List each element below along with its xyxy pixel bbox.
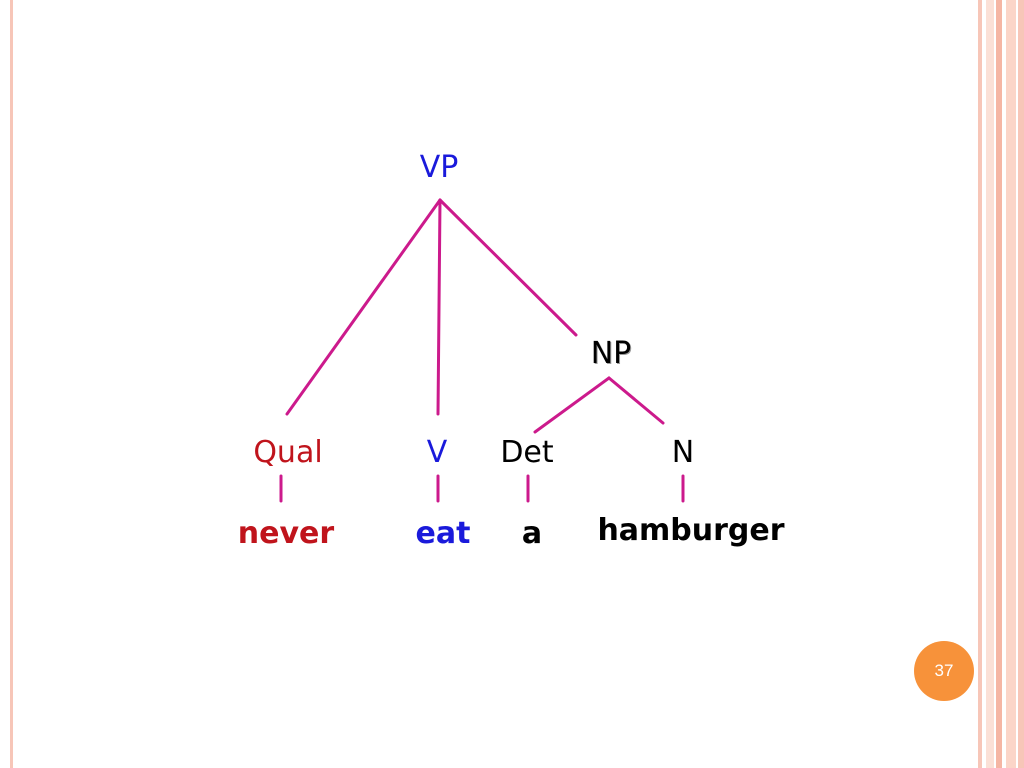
page-number: 37 bbox=[934, 661, 954, 680]
leaf-eat: eat bbox=[416, 516, 471, 551]
node-det: Det bbox=[500, 435, 554, 470]
branch-vp-v bbox=[436, 198, 442, 416]
leaf-hamburger: hamburger bbox=[597, 513, 784, 548]
node-np: NP bbox=[591, 336, 632, 371]
left-border-line bbox=[10, 0, 13, 768]
node-n: N bbox=[672, 435, 694, 470]
leaf-a: a bbox=[522, 516, 542, 551]
leaf-never: never bbox=[238, 516, 335, 551]
page-number-badge: 37 bbox=[914, 641, 974, 701]
node-qual: Qual bbox=[253, 435, 322, 470]
tree-branches bbox=[279, 198, 685, 503]
branch-np-n bbox=[607, 376, 665, 425]
branch-vp-np bbox=[438, 198, 578, 337]
node-v: V bbox=[427, 435, 448, 470]
right-decorative-stripes bbox=[978, 0, 1024, 768]
node-vp: VP bbox=[420, 150, 459, 185]
branch-np-det bbox=[533, 376, 611, 434]
branch-vp-qual bbox=[285, 198, 442, 416]
